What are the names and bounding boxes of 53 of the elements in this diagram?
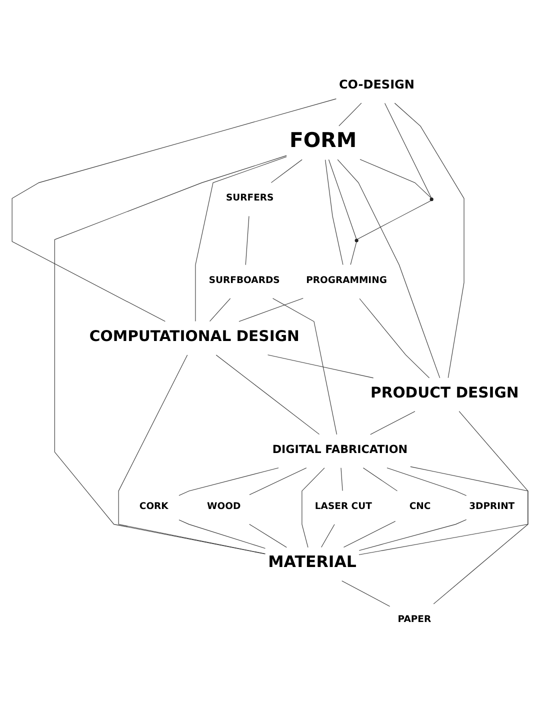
connector bbox=[359, 298, 430, 378]
connector bbox=[342, 580, 390, 606]
connector bbox=[238, 297, 304, 322]
connector bbox=[270, 158, 302, 182]
connector bbox=[325, 159, 344, 265]
connector bbox=[178, 519, 266, 548]
node-text: PRODUCT DESIGN bbox=[370, 384, 519, 401]
node-text: FORM bbox=[289, 128, 357, 152]
connector bbox=[386, 467, 467, 496]
node-point bbox=[354, 238, 358, 242]
connector bbox=[394, 102, 464, 378]
connector bbox=[245, 215, 250, 265]
node-text: CNC bbox=[409, 500, 431, 512]
connector bbox=[249, 467, 307, 495]
connector bbox=[54, 154, 287, 554]
connector bbox=[362, 467, 398, 491]
connector bbox=[337, 158, 440, 378]
connector bbox=[216, 354, 320, 434]
node-text: LASER CUT bbox=[314, 500, 372, 512]
connector bbox=[357, 200, 432, 239]
connector bbox=[343, 520, 396, 548]
connector bbox=[321, 524, 335, 548]
node-text: 3DPRINT bbox=[469, 500, 515, 512]
connector bbox=[358, 518, 467, 550]
node-text: WOOD bbox=[207, 500, 241, 512]
connector bbox=[358, 410, 528, 555]
node-text: CORK bbox=[139, 500, 168, 512]
connector bbox=[249, 523, 287, 548]
node-text: COMPUTATIONAL DESIGN bbox=[89, 327, 300, 344]
connector bbox=[118, 354, 266, 554]
connector bbox=[384, 102, 432, 198]
node-text: DIGITAL FABRICATION bbox=[272, 442, 408, 456]
node-text: CO-DESIGN bbox=[338, 77, 414, 92]
node-point bbox=[430, 197, 434, 201]
connector bbox=[328, 158, 357, 239]
node-text: SURFBOARDS bbox=[208, 274, 280, 286]
node-text: SURFERS bbox=[226, 192, 274, 204]
connector bbox=[12, 98, 336, 322]
connector bbox=[268, 354, 374, 378]
node-text: MATERIAL bbox=[268, 552, 356, 571]
connector bbox=[302, 467, 325, 548]
connector bbox=[410, 466, 528, 604]
connector bbox=[195, 156, 287, 321]
connector bbox=[350, 241, 357, 264]
connector bbox=[272, 298, 338, 434]
connector bbox=[178, 467, 279, 496]
node-text: PROGRAMMING bbox=[306, 274, 387, 286]
connector bbox=[370, 410, 416, 434]
node-text: PAPER bbox=[398, 614, 432, 625]
connector bbox=[338, 102, 362, 126]
connector bbox=[360, 158, 432, 198]
connector bbox=[340, 467, 343, 491]
connector bbox=[210, 298, 231, 322]
